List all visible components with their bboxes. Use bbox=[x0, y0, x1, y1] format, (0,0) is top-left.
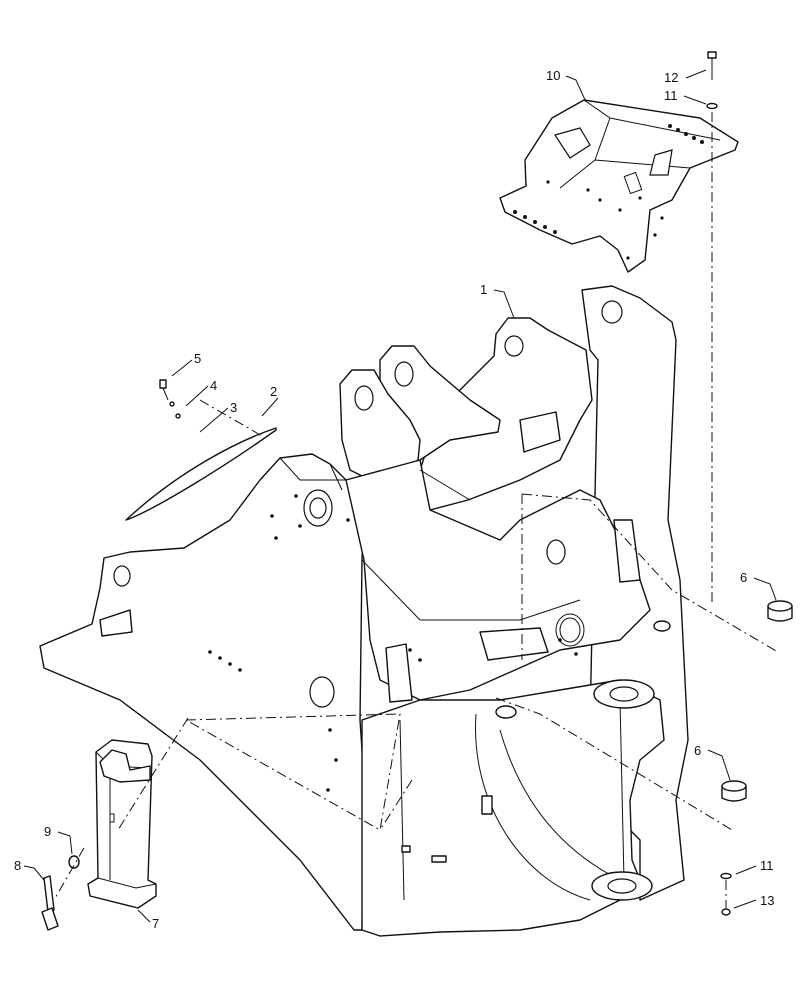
callout-6-upper: 6 bbox=[740, 570, 747, 585]
part-6-bushing-upper bbox=[767, 600, 793, 622]
callout-4: 4 bbox=[210, 378, 217, 393]
part-1-rear-frame bbox=[39, 285, 689, 937]
part-3-4-5-bolt-stack bbox=[159, 379, 181, 419]
part-11-washer-bottom bbox=[720, 872, 732, 880]
part-10-mounting-bracket bbox=[499, 99, 739, 273]
callout-labels: 1 2 3 4 5 6 6 7 8 9 10 11 11 12 13 bbox=[14, 68, 774, 931]
part-13-bolt bbox=[721, 908, 731, 916]
part-6-bushing-lower bbox=[721, 780, 747, 802]
callout-13: 13 bbox=[760, 893, 774, 908]
assembly-lines bbox=[53, 112, 779, 908]
part-8-pin bbox=[41, 875, 59, 931]
callout-9: 9 bbox=[44, 824, 51, 839]
part-9-bushing bbox=[68, 855, 80, 869]
callout-7: 7 bbox=[152, 916, 159, 931]
part-11-washer-top bbox=[706, 102, 718, 110]
callout-10: 10 bbox=[546, 68, 560, 83]
callout-8: 8 bbox=[14, 858, 21, 873]
callout-11-top: 11 bbox=[664, 88, 678, 103]
part-2-plate bbox=[125, 427, 277, 521]
callout-5: 5 bbox=[194, 351, 201, 366]
callout-6-lower: 6 bbox=[694, 743, 701, 758]
callout-2: 2 bbox=[270, 384, 277, 399]
callout-12: 12 bbox=[664, 70, 678, 85]
callout-1: 1 bbox=[480, 282, 487, 297]
callout-11-bottom: 11 bbox=[760, 858, 774, 873]
callout-3: 3 bbox=[230, 400, 237, 415]
leader-lines bbox=[23, 69, 777, 923]
part-12-bolt bbox=[707, 51, 717, 80]
